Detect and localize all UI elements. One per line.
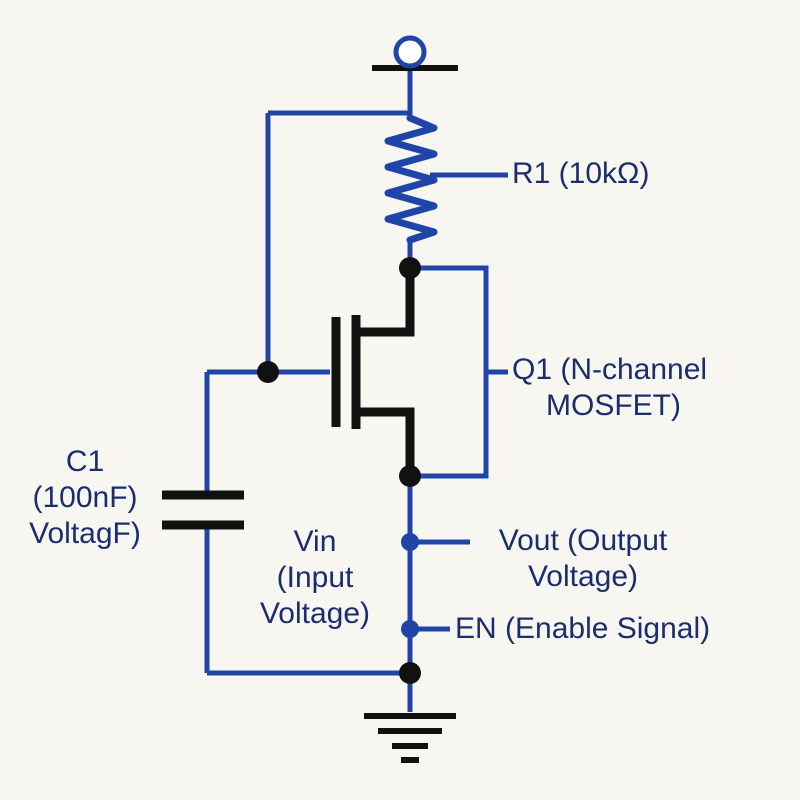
vin-label-line3: Voltage) xyxy=(259,597,371,630)
junction-gate-node xyxy=(257,361,279,383)
ground-symbol xyxy=(364,713,456,763)
mosfet-q1 xyxy=(331,268,415,476)
junction-drain-node xyxy=(399,257,421,279)
mosfet-drain-lead xyxy=(356,268,415,337)
en-node xyxy=(401,620,419,638)
junction-ground-node xyxy=(399,662,421,684)
resistor-r1 xyxy=(384,114,438,244)
c1-label-line2: (100nF) xyxy=(32,481,138,514)
c1-label-line1: C1 xyxy=(65,445,105,478)
c1-label-line3: VoltagF) xyxy=(29,517,141,550)
vin-label-line2: (Input xyxy=(276,561,354,594)
junction-source-node xyxy=(399,465,421,487)
vcc-terminal xyxy=(372,35,458,71)
vout-node xyxy=(401,533,419,551)
capacitor-c1 xyxy=(162,490,244,530)
r1-label: R1 (10kΩ) xyxy=(512,157,650,190)
wire-drain-source-bypass xyxy=(410,265,489,479)
vin-label: Vin (Input Voltage) xyxy=(235,524,395,632)
q1-label-line1: Q1 (N-channel xyxy=(512,353,708,386)
vout-label-line1: Vout (Output xyxy=(498,524,668,557)
vout-label: Vout (Output Voltage) xyxy=(468,523,698,595)
mosfet-source-lead xyxy=(356,407,415,476)
c1-label: C1 (100nF) VoltagF) xyxy=(10,444,160,552)
vin-label-line1: Vin xyxy=(293,525,337,558)
q1-label: Q1 (N-channel MOSFET) xyxy=(512,352,707,424)
vout-label-line2: Voltage) xyxy=(527,560,639,593)
q1-label-line2: MOSFET) xyxy=(546,389,681,422)
en-label: EN (Enable Signal) xyxy=(455,612,711,645)
